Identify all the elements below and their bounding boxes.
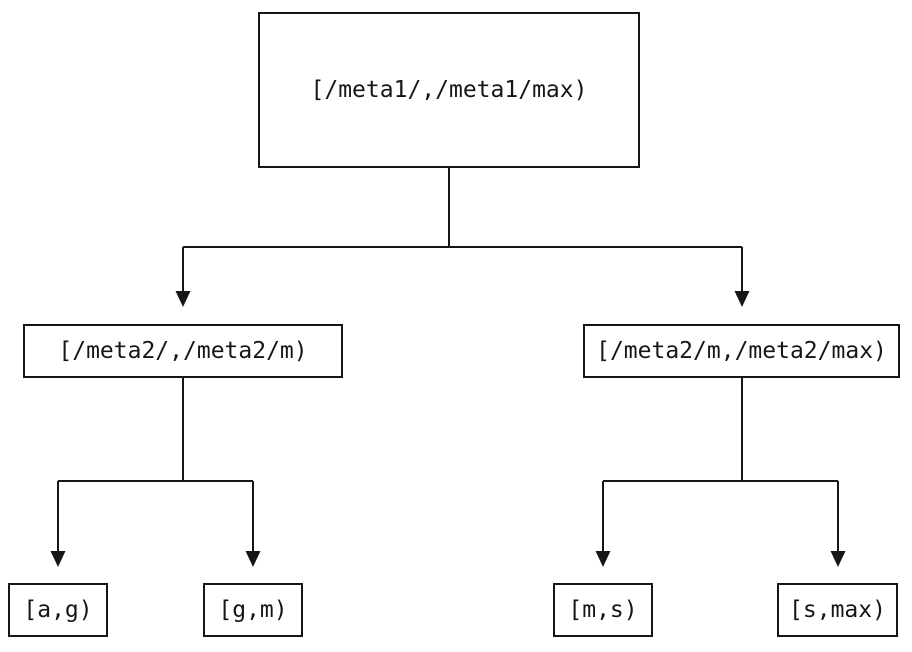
node-label: [s,max): [789, 597, 886, 623]
arrow-down-icon: [175, 291, 191, 307]
node-label: [/meta2/m,/meta2/max): [596, 338, 887, 364]
node-label: [a,g): [23, 597, 93, 623]
tree-node-left: [/meta2/,/meta2/m): [23, 324, 343, 378]
tree-node-root: [/meta1/,/meta1/max): [258, 12, 640, 168]
node-label: [m,s): [568, 597, 638, 623]
tree-node-left-right: [g,m): [203, 583, 303, 637]
node-label: [/meta1/,/meta1/max): [310, 77, 588, 103]
node-label: [g,m): [218, 597, 288, 623]
arrow-down-icon: [734, 291, 750, 307]
tree-node-left-left: [a,g): [8, 583, 108, 637]
arrow-down-icon: [595, 551, 611, 567]
arrow-down-icon: [830, 551, 846, 567]
tree-node-right: [/meta2/m,/meta2/max): [583, 324, 900, 378]
tree-node-right-left: [m,s): [553, 583, 653, 637]
tree-node-right-right: [s,max): [777, 583, 898, 637]
node-label: [/meta2/,/meta2/m): [58, 338, 308, 364]
arrow-down-icon: [245, 551, 261, 567]
arrow-down-icon: [50, 551, 66, 567]
